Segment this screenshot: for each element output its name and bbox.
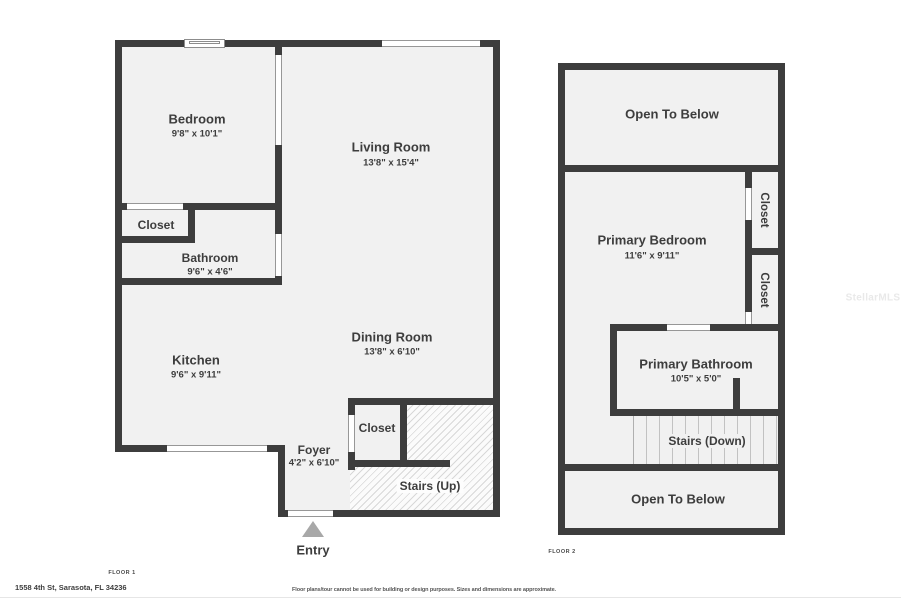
floor2-closet-wall-mid — [745, 220, 752, 256]
bedroom-label: Bedroom — [168, 111, 226, 127]
floor2-stairs-bottom-wall — [558, 464, 785, 471]
lower-closet-label: Closet — [758, 272, 770, 308]
disclaimer-text: Floor plans/tour cannot be used for buil… — [292, 587, 556, 593]
foyer-dims: 4'2" x 6'10" — [288, 457, 340, 469]
closet-door-opening — [127, 203, 183, 210]
floor1-left-wall — [115, 40, 122, 452]
floor1-foyer-left-wall — [278, 445, 285, 517]
floor1-foyer-closet-right-wall — [400, 405, 407, 462]
floor2-bathroom-stub-wall — [733, 378, 740, 416]
floor1-bedroom-divider-wall — [275, 40, 282, 285]
entry-door-opening — [288, 510, 333, 517]
open-to-below-top-label: Open To Below — [625, 106, 719, 122]
primary-bathroom-label: Primary Bathroom — [639, 356, 753, 372]
floor2-top-wall — [558, 63, 785, 70]
dining-room-label: Dining Room — [351, 329, 433, 345]
floor2-tag: FLOOR 2 — [548, 549, 576, 555]
stellar-mls-watermark: StellarMLS — [845, 292, 901, 304]
floor2-bathroom-left-wall — [610, 324, 617, 416]
living-room-window — [382, 40, 480, 47]
bedroom-opening — [275, 55, 282, 145]
bedroom-window-pane — [189, 41, 220, 44]
entry-arrow-icon — [302, 521, 324, 537]
dining-room-dims: 13'8" x 6'10" — [364, 346, 420, 358]
foyer-closet-door-opening — [348, 415, 355, 452]
primary-bedroom-dims: 11'6" x 9'11" — [624, 250, 680, 262]
floor2-closet-wall-lower — [745, 255, 752, 312]
foyer-closet-label: Closet — [358, 421, 396, 435]
living-room-dims: 13'8" x 15'4" — [363, 157, 419, 169]
floor1-right-wall — [493, 40, 500, 517]
kitchen-label: Kitchen — [172, 352, 220, 368]
open-to-below-bottom-label: Open To Below — [631, 491, 725, 507]
bathroom-label: Bathroom — [181, 251, 239, 265]
upper-closet-label: Closet — [758, 192, 770, 228]
floor2-right-wall — [778, 63, 785, 535]
floor1-foyer-closet-bottom-wall — [348, 460, 450, 467]
entry-label: Entry — [296, 542, 330, 558]
property-address: 1558 4th St, Sarasota, FL 34236 — [15, 583, 127, 592]
floor2-closet-wall-upper-stub — [745, 172, 752, 188]
floor1-bottom-wall — [278, 510, 500, 517]
living-room-label: Living Room — [351, 139, 431, 155]
floor2-bathroom-bottom-wall — [610, 409, 785, 416]
kitchen-dims: 9'6" x 9'11" — [171, 369, 221, 381]
bathroom-door-opening — [275, 234, 282, 276]
upper-closet-door-opening — [745, 188, 752, 220]
bathroom-dims: 9'6" x 4'6" — [187, 266, 233, 278]
floor1-stairs-top-wall — [348, 398, 500, 405]
primary-bedroom-label: Primary Bedroom — [597, 232, 707, 248]
floor2-open-below-divider-wall — [558, 165, 785, 172]
floor2-closet-divider-wall — [745, 248, 785, 255]
closet-label: Closet — [137, 218, 175, 232]
floor1-closet-bottom-wall — [115, 236, 195, 243]
floor2-bottom-wall — [558, 528, 785, 535]
primary-bathroom-dims: 10'5" x 5'0" — [670, 373, 722, 385]
foyer-label: Foyer — [297, 443, 331, 457]
bedroom-window — [184, 39, 225, 48]
floor1-bathroom-bottom-wall — [115, 278, 282, 285]
floor2-left-wall — [558, 63, 565, 535]
floor1-tag: FLOOR 1 — [108, 570, 136, 576]
floor1-bedroom-bottom-wall — [115, 203, 282, 210]
lower-closet-door-opening — [745, 312, 752, 324]
primary-bathroom-door-opening — [667, 324, 710, 331]
bedroom-dims: 9'8" x 10'1" — [171, 128, 223, 140]
floor1-foyer-closet-floor — [353, 405, 400, 460]
page-bottom-divider — [0, 597, 901, 598]
stairs-down-label: Stairs (Down) — [665, 434, 749, 448]
stairs-up-label: Stairs (Up) — [396, 479, 464, 493]
kitchen-window — [167, 445, 267, 452]
floor1-closet-right-wall — [188, 203, 195, 243]
floor1-top-wall — [115, 40, 500, 47]
floor1-floor-area — [122, 47, 493, 445]
